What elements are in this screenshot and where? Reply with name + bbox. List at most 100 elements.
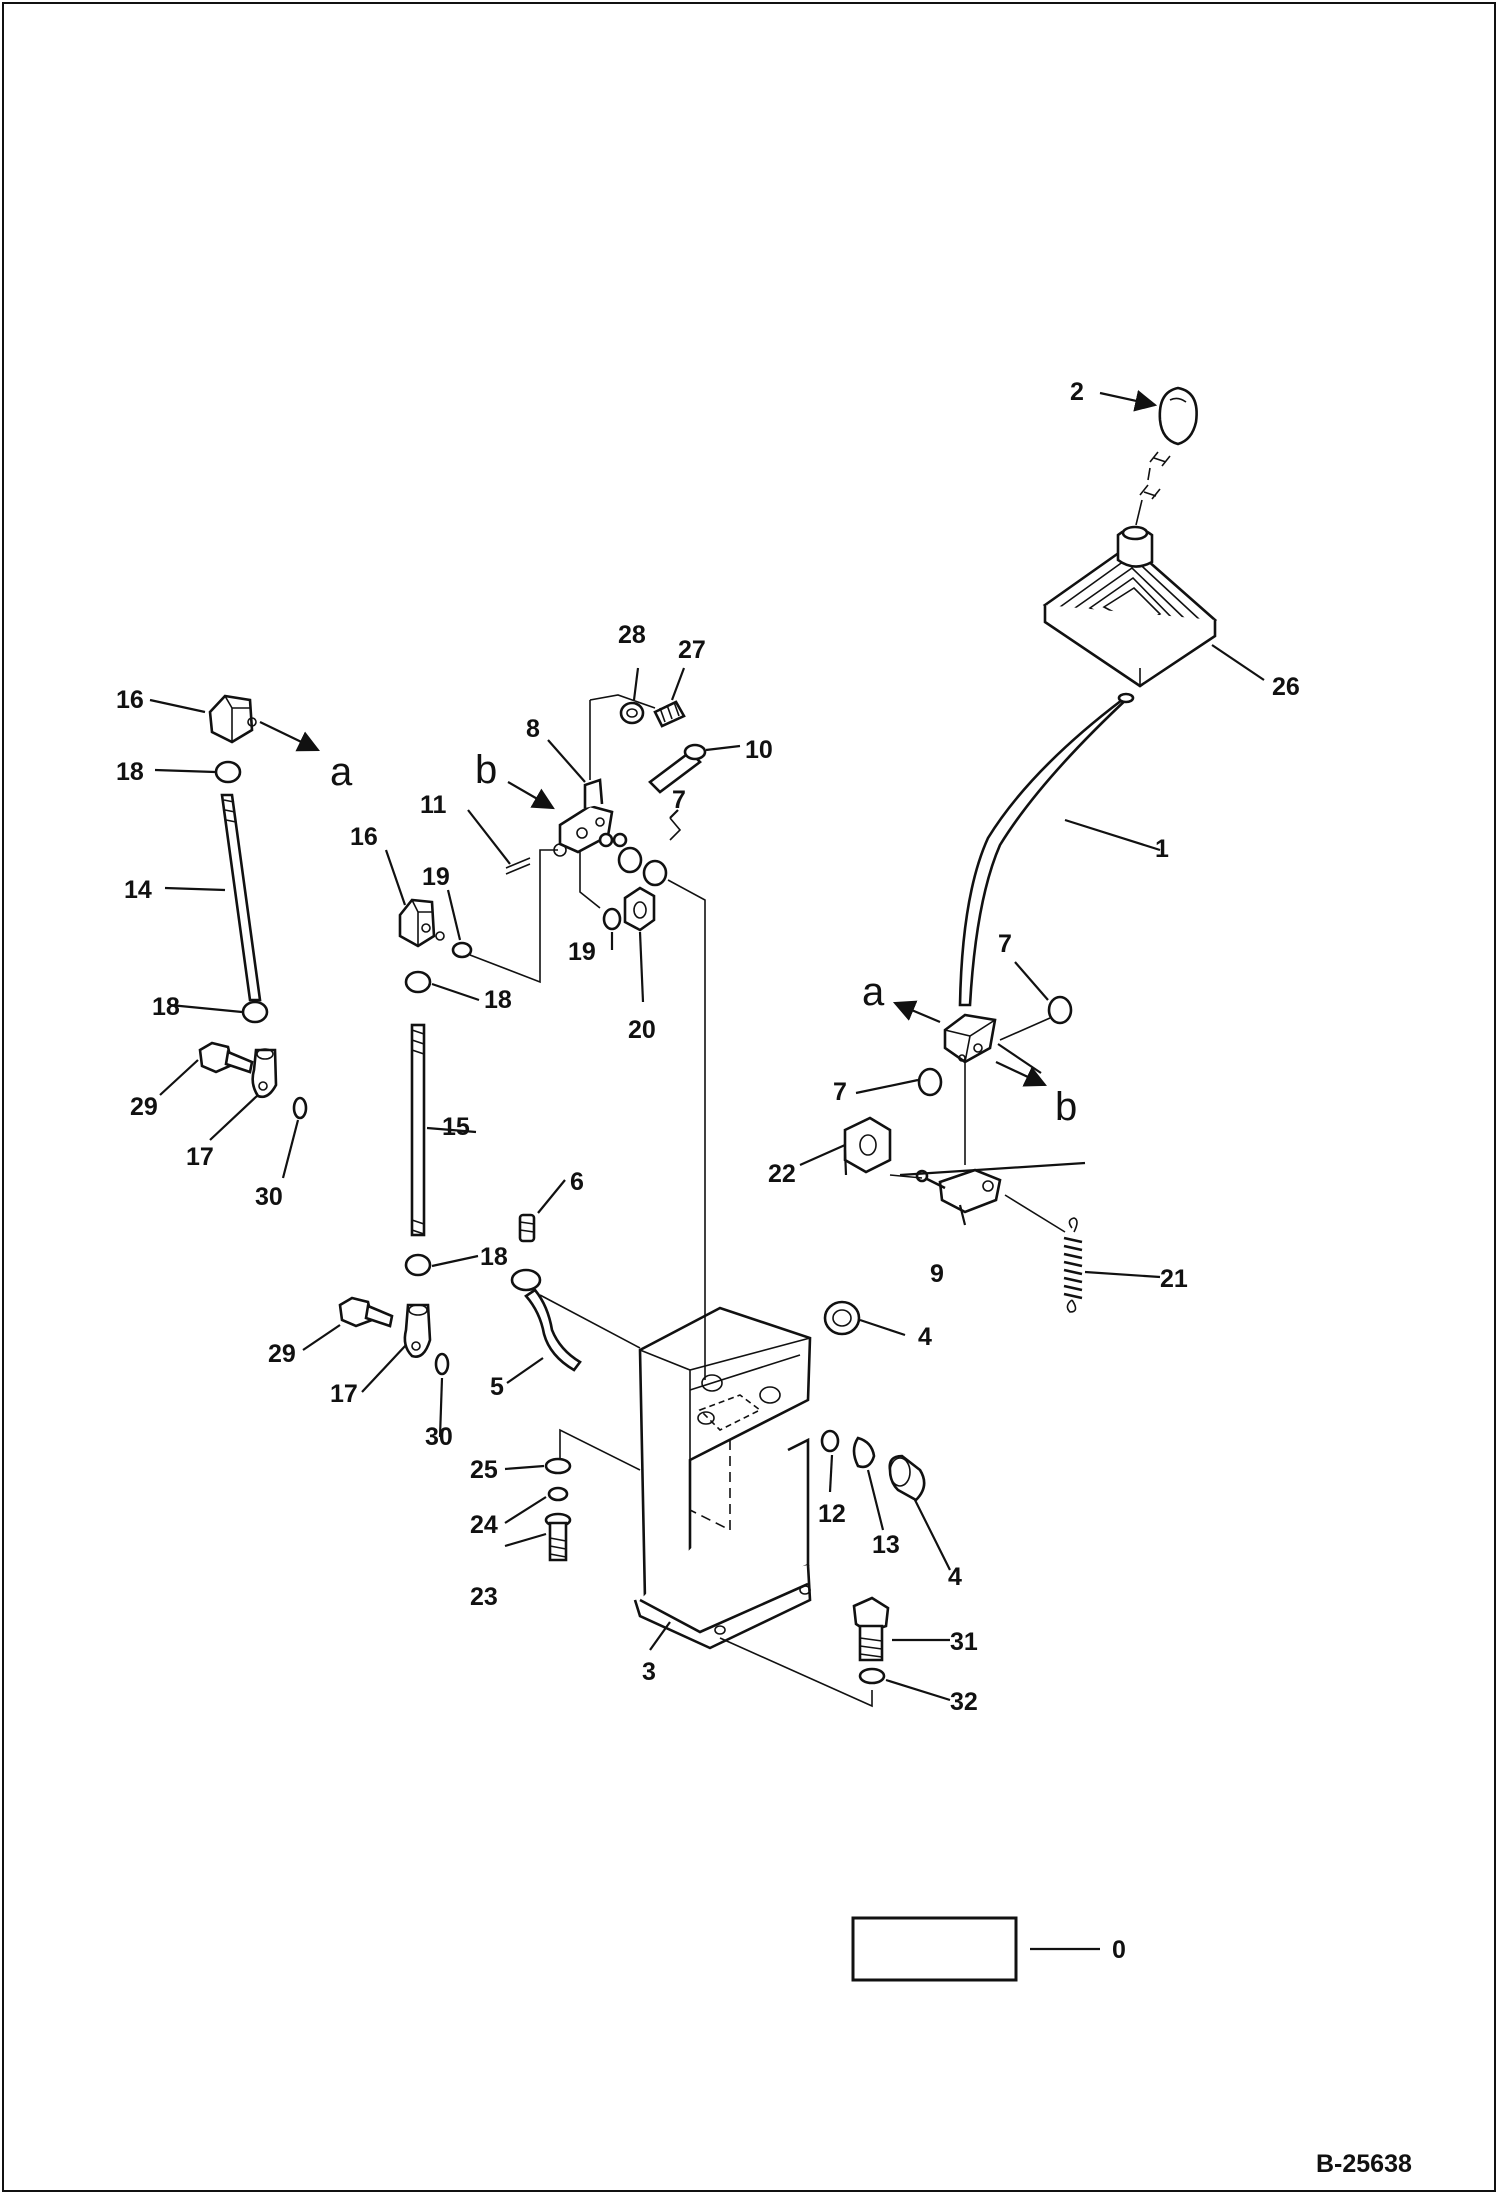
bolt-part-31 <box>852 1596 890 1662</box>
bush-part-right <box>917 995 1073 1097</box>
knob-part <box>1139 386 1198 500</box>
washer-part-12 <box>820 1429 840 1453</box>
callout-8: 8 <box>526 715 540 743</box>
cap-part <box>843 1116 892 1174</box>
callout-29-middle: 29 <box>268 1340 296 1368</box>
bolt-part-23 <box>544 1512 572 1562</box>
oring-part-19a <box>451 941 473 959</box>
callout-6: 6 <box>570 1168 584 1196</box>
bolt-part-29a <box>198 1041 254 1074</box>
bolt-part-29b <box>338 1296 394 1328</box>
callout-28: 28 <box>618 621 646 649</box>
spring-pin-part-6 <box>518 1213 536 1243</box>
spring-guide <box>1004 1194 1066 1233</box>
knob-wire <box>1147 467 1151 481</box>
oring-part-19b <box>602 907 622 931</box>
rod-bracket-guide <box>539 1294 641 1349</box>
nut-part-20 <box>623 886 656 932</box>
callout-32: 32 <box>950 1688 978 1716</box>
callout-30-middle: 30 <box>425 1423 453 1451</box>
callout-16-middle: 16 <box>350 823 378 851</box>
callout-20: 20 <box>628 1016 656 1044</box>
callout-25: 25 <box>470 1456 498 1484</box>
callout-14: 14 <box>124 876 152 904</box>
callout-18-lower-left: 18 <box>152 993 180 1021</box>
callout-19-right: 19 <box>568 938 596 966</box>
callout-15: 15 <box>442 1113 470 1141</box>
clevis-part-17b <box>403 1303 432 1358</box>
lever-boot-part <box>1042 525 1218 688</box>
callout-2: 2 <box>1070 378 1084 406</box>
pin-part-10 <box>648 743 707 794</box>
callout-30-left: 30 <box>255 1183 283 1211</box>
bracket-guide-3 <box>667 879 706 1380</box>
callout-24: 24 <box>470 1511 498 1539</box>
cap-pin-line <box>889 1174 923 1179</box>
main-bracket-part <box>633 1306 812 1650</box>
nut-part-18d <box>404 1253 432 1277</box>
lever-rod-part <box>958 692 1135 1007</box>
callout-11: 11 <box>420 791 447 819</box>
callout-12: 12 <box>818 1500 846 1528</box>
callout-17-middle: 17 <box>330 1380 358 1408</box>
callout-23: 23 <box>470 1583 498 1611</box>
callout-29-left: 29 <box>130 1093 158 1121</box>
marker-a-left: a <box>330 750 353 794</box>
callout-7-middle: 7 <box>672 786 686 814</box>
clip-part-13 <box>852 1436 876 1469</box>
callout-27: 27 <box>678 636 706 664</box>
bracket-part <box>915 1168 1002 1214</box>
bush-bracket <box>669 817 682 841</box>
callout-26: 26 <box>1272 673 1300 701</box>
callout-1: 1 <box>1155 835 1169 863</box>
bush-guide <box>999 1017 1051 1041</box>
knob-wire-2 <box>1135 499 1143 526</box>
callout-3: 3 <box>642 1658 656 1686</box>
callout-21: 21 <box>1160 1265 1188 1293</box>
bracket-guide-2 <box>579 852 601 909</box>
washer-guide-32 <box>719 1637 873 1708</box>
callout-5: 5 <box>490 1373 504 1401</box>
callout-7-lower-right: 7 <box>833 1078 847 1106</box>
callout-13: 13 <box>872 1531 900 1559</box>
drawing-number: B-25638 <box>1316 2150 1412 2178</box>
bushing-part-upper <box>823 1300 861 1336</box>
oring-part-30a <box>292 1096 308 1120</box>
callout-7-upper-right: 7 <box>998 930 1012 958</box>
washer-part-24 <box>547 1486 569 1502</box>
callout-4-upper: 4 <box>918 1323 932 1351</box>
nut-part-28 <box>619 701 645 725</box>
oring-part-30b <box>434 1352 450 1376</box>
washer-part-32 <box>858 1667 886 1685</box>
rod-part-14 <box>220 793 262 1002</box>
marker-a-right: a <box>862 970 885 1014</box>
nut-part-18a <box>214 760 242 784</box>
rod-bracket-part-5 <box>510 1268 582 1372</box>
bolt-guide-27 <box>589 694 656 709</box>
washer-guide <box>559 1428 641 1471</box>
callout-18-upper-left: 18 <box>116 758 144 786</box>
bush-part-middle <box>617 846 668 887</box>
bushing-part-lower <box>888 1454 926 1502</box>
nut-part-18b <box>241 1000 269 1024</box>
washer-part-25 <box>544 1457 572 1475</box>
marker-b-left: b <box>475 748 497 792</box>
spring-part <box>1063 1217 1083 1313</box>
callout-18-lower-middle: 18 <box>480 1243 508 1271</box>
callout-10: 10 <box>745 736 773 764</box>
cotter-pin-part-11 <box>505 857 531 875</box>
ball-joint-part-left <box>208 694 257 744</box>
callout-31: 31 <box>950 1628 978 1656</box>
callout-0: 0 <box>1112 1936 1126 1964</box>
rod-part-15 <box>410 1023 426 1237</box>
callout-9: 9 <box>930 1260 944 1288</box>
callout-16-left: 16 <box>116 686 144 714</box>
nut-part-18c <box>404 970 432 994</box>
callout-19-left: 19 <box>422 863 450 891</box>
lever-fitting-part <box>943 1013 997 1064</box>
callout-4-lower: 4 <box>948 1563 962 1591</box>
bolt-part-27 <box>653 700 686 728</box>
upper-bracket-part <box>553 778 628 857</box>
